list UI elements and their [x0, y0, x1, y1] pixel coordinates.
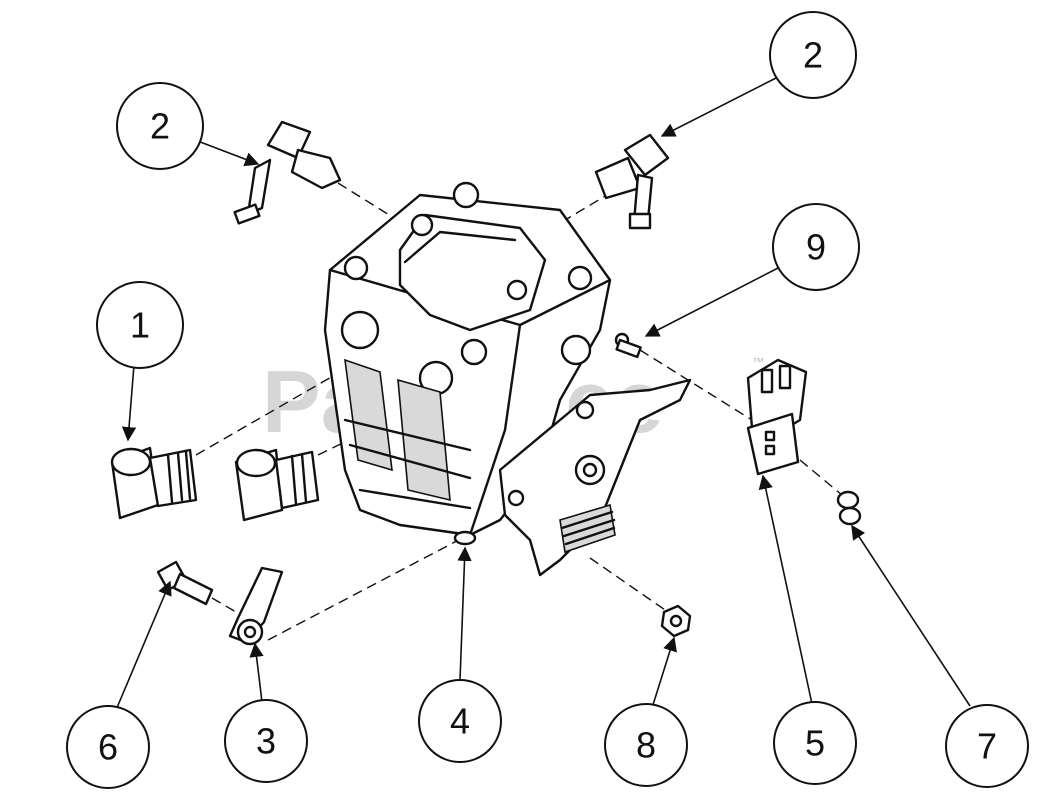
- assembly-line-nut: [589, 557, 669, 613]
- callout-1: 1: [96, 281, 184, 369]
- callout-2-right: 2: [769, 11, 857, 99]
- watermark-trademark: ™: [752, 355, 764, 369]
- assembly-line-lever: [267, 499, 536, 641]
- assembly-line-elbow-1: [195, 371, 341, 456]
- callout-6: 6: [66, 705, 150, 789]
- callout-2-left: 2: [116, 82, 204, 170]
- pin: [614, 332, 642, 359]
- callout-4: 4: [418, 679, 502, 763]
- lever: [228, 566, 284, 646]
- callout-5-label: 5: [805, 723, 825, 764]
- assembly-line-connector: [799, 459, 843, 496]
- bolt: [156, 560, 214, 606]
- carburetor-body: [323, 181, 612, 546]
- assembly-line-pin: [639, 349, 753, 421]
- fitting-right: [594, 133, 670, 230]
- callout-9-label: 9: [806, 227, 826, 268]
- callout-5: 5: [773, 701, 857, 785]
- elbow-fittings: [110, 446, 320, 522]
- callout-8: 8: [604, 703, 688, 787]
- callout-7-label: 7: [977, 726, 997, 767]
- callout-4-label: 4: [450, 701, 470, 742]
- callout-8-label: 8: [636, 725, 656, 766]
- leader-lines: [115, 77, 971, 711]
- nut: [660, 604, 692, 638]
- callout-2-left-label: 2: [150, 106, 170, 147]
- connector: [746, 358, 808, 476]
- callout-2-right-label: 2: [803, 35, 823, 76]
- callout-6-label: 6: [98, 727, 118, 768]
- callout-1-label: 1: [130, 305, 150, 346]
- callout-9: 9: [772, 203, 860, 291]
- callout-3-label: 3: [256, 721, 276, 762]
- small-nut: [836, 490, 862, 526]
- throttle-assembly: [498, 378, 692, 577]
- callout-7: 7: [945, 704, 1029, 788]
- callout-3: 3: [224, 699, 308, 783]
- assembly-line-bolt: [211, 597, 237, 613]
- fitting-left: [233, 120, 342, 225]
